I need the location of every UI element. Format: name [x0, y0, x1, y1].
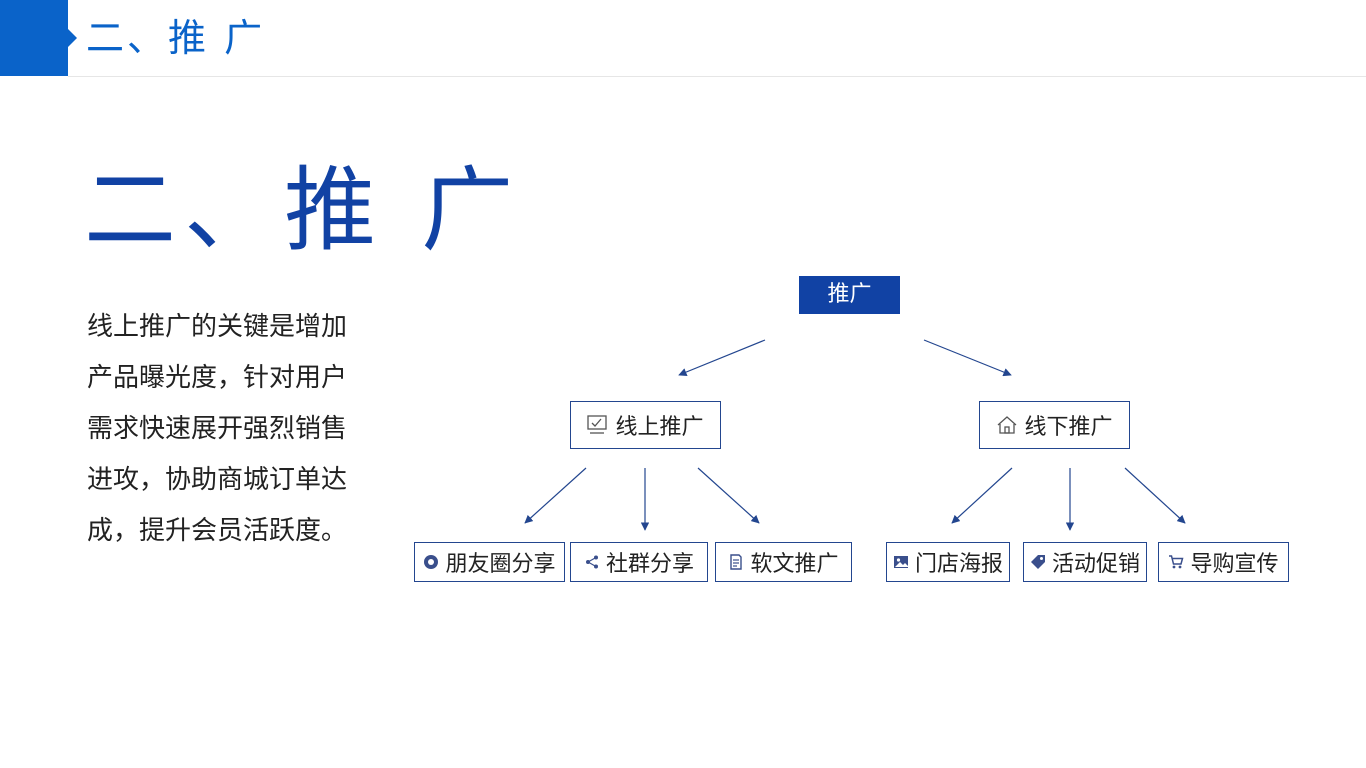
leaf-article-promo: 软文推广 [715, 542, 852, 582]
cart-icon [1168, 554, 1184, 570]
home-icon [996, 415, 1018, 435]
node-offline: 线下推广 [979, 401, 1130, 449]
leaf-store-poster: 门店海报 [886, 542, 1010, 582]
leaf-community-share: 社群分享 [570, 542, 708, 582]
node-online: 线上推广 [570, 401, 721, 449]
arrow-online-1 [524, 467, 587, 524]
arrow-root-online [678, 339, 766, 377]
leaf-label: 导购宣传 [1190, 552, 1279, 577]
description-text: 线上推广的关键是增加产品曝光度，针对用户需求快速展开强烈销售进攻，协助商城订单达… [87, 312, 348, 546]
arrow-offline-3 [1124, 467, 1186, 524]
leaf-label: 软文推广 [750, 552, 839, 577]
leaf-label: 活动促销 [1051, 552, 1140, 577]
header-arrow [68, 29, 77, 47]
leaf-label: 社群分享 [605, 552, 694, 577]
leaf-guide-promo: 导购宣传 [1158, 542, 1289, 582]
leaf-label: 朋友圈分享 [445, 552, 556, 577]
leaf-event-promo: 活动促销 [1023, 542, 1147, 582]
header-title: 二、推 广 [86, 16, 266, 60]
node-offline-label: 线下推广 [1024, 415, 1113, 440]
shutter-icon [423, 554, 439, 570]
arrow-online-3 [697, 467, 760, 524]
arrow-root-offline [923, 339, 1012, 377]
header-accent-block [0, 0, 68, 76]
arrow-offline-1 [951, 467, 1013, 524]
checklist-icon [587, 415, 609, 435]
header-divider [68, 76, 1366, 77]
node-online-label: 线上推广 [615, 415, 704, 440]
tag-icon [1030, 554, 1046, 570]
share-icon [584, 554, 600, 570]
root-node: 推广 [799, 276, 900, 314]
leaf-moments-share: 朋友圈分享 [414, 542, 565, 582]
leaf-label: 门店海报 [914, 552, 1003, 577]
document-icon [728, 554, 744, 570]
page-title: 二、推 广 [84, 157, 522, 264]
image-icon [893, 554, 909, 570]
